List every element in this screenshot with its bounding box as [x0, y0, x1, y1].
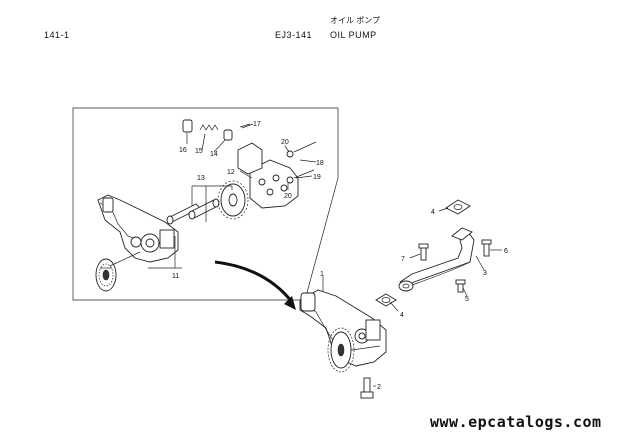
gasket-upper — [445, 199, 471, 215]
section-code: EJ3-141 — [275, 30, 313, 40]
title-japanese: オイル ポンプ — [330, 16, 380, 25]
title-english: OIL PUMP — [330, 30, 377, 40]
gasket-lower — [375, 293, 397, 307]
callout-12: 12 — [227, 169, 235, 176]
callout-14: 14 — [210, 151, 218, 158]
callout-18: 18 — [316, 160, 324, 167]
leader-lines-lower — [322, 207, 502, 387]
assembly-arrow — [214, 260, 296, 310]
callout-19: 19 — [313, 174, 321, 181]
drive-gear-exploded — [95, 251, 141, 292]
pump-body-exploded — [97, 194, 179, 263]
watermark: www.epcatalogs.com — [430, 413, 602, 431]
callout-16: 16 — [179, 147, 187, 154]
callout-labels: 1 2 3 4 4 5 6 7 11 12 13 14 15 16 17 18 … — [172, 121, 508, 391]
strainer-pipe — [398, 227, 475, 292]
callout-20-lower: 20 — [284, 193, 292, 200]
callout-3: 3 — [483, 270, 487, 277]
relief-valve-parts — [182, 119, 251, 141]
callout-7: 7 — [401, 256, 405, 263]
oil-pump-assembly — [299, 289, 387, 373]
callout-6: 6 — [504, 248, 508, 255]
callout-5: 5 — [465, 296, 469, 303]
callout-13: 13 — [197, 175, 205, 182]
callout-1: 1 — [320, 271, 324, 278]
callout-15: 15 — [195, 148, 203, 155]
pump-cover — [237, 142, 299, 209]
bolts-and-washers — [286, 141, 317, 184]
callout-17: 17 — [253, 121, 261, 128]
rotor-shafts — [166, 198, 220, 225]
bolt-2 — [360, 377, 374, 399]
rotor-gear — [217, 180, 249, 220]
exploded-view-frame — [72, 107, 339, 301]
bolts-5-6-7 — [418, 239, 492, 293]
callout-4-upper: 4 — [431, 209, 435, 216]
callout-4-lower: 4 — [400, 312, 404, 319]
callout-11: 11 — [172, 273, 179, 280]
leader-lines-frame — [100, 123, 317, 269]
callout-20-upper: 20 — [281, 139, 289, 146]
page-number: 141-1 — [44, 30, 70, 40]
callout-2: 2 — [377, 384, 381, 391]
